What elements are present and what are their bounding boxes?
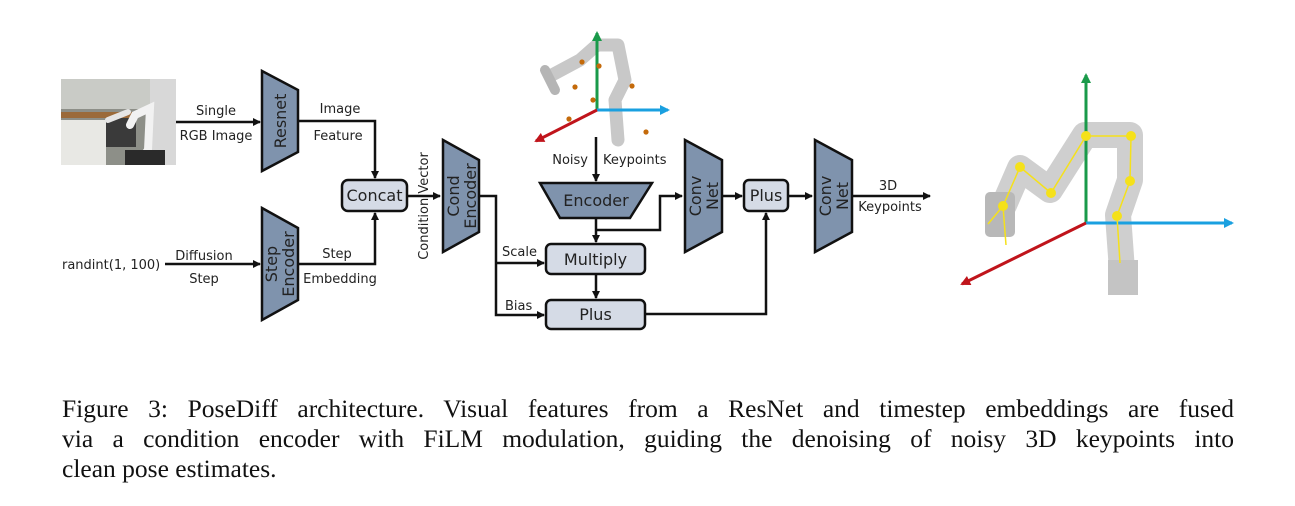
bias-label: Bias	[505, 299, 532, 314]
step-encoder-label-1: Step	[262, 246, 281, 282]
label-single: Single	[196, 104, 236, 119]
step-encoder-label-2: Encoder	[279, 231, 298, 297]
output-label-keypoints: Keypoints	[858, 200, 922, 215]
keypoints-label: Keypoints	[603, 153, 667, 168]
conv-net-1-label-1: Conv	[686, 176, 705, 217]
caption-line-2: via a condition encoder with FiLM modula…	[62, 424, 1234, 453]
label-step-emb: Step	[322, 247, 352, 262]
label-image: Image	[320, 102, 361, 117]
arrow-feature-to-concat	[298, 119, 379, 179]
label-feature: Feature	[313, 129, 362, 144]
step-encoder-block	[260, 205, 300, 323]
caption-line-3: clean pose estimates.	[62, 454, 277, 483]
conv-net-2-label-2: Net	[833, 182, 852, 210]
resnet-label: Resnet	[271, 94, 290, 149]
scale-label: Scale	[502, 245, 537, 260]
multiply-label: Multiply	[564, 250, 627, 269]
arrow-embedding-to-concat	[298, 212, 379, 266]
conv-net-1-block	[683, 137, 724, 255]
label-step: Step	[189, 272, 219, 287]
cond-encoder-label-2: Encoder	[461, 163, 480, 229]
encoder-label: Encoder	[563, 191, 629, 210]
noisy-keypoints-robot	[534, 31, 670, 147]
figure-caption: Figure 3: PoseDiff architecture. Visual …	[62, 394, 1234, 484]
arrow-encoder-to-convnet	[596, 192, 683, 232]
label-rgb-image: RGB Image	[180, 129, 253, 144]
encoder-block	[537, 181, 655, 220]
condition-vector-label: Condition Vector	[417, 152, 432, 260]
caption-line-1: Figure 3: PoseDiff architecture. Visual …	[62, 394, 1234, 423]
rgb-input-photo	[61, 79, 176, 165]
arrow-film-to-plus	[645, 212, 770, 316]
plus-label: Plus	[750, 186, 783, 205]
conv-net-1-label-2: Net	[703, 182, 722, 210]
cond-encoder-block	[441, 137, 481, 255]
output-keypoints-robot	[960, 73, 1234, 295]
plus-bias-label: Plus	[579, 305, 612, 324]
resnet-block	[260, 68, 300, 174]
conv-net-2-label-1: Conv	[816, 176, 835, 217]
noisy-label: Noisy	[552, 153, 588, 168]
output-label-3d: 3D	[879, 179, 897, 194]
label-diffusion: Diffusion	[175, 249, 232, 264]
concat-label: Concat	[347, 186, 403, 205]
arrow-bias	[479, 194, 545, 319]
conv-net-2-block	[813, 137, 854, 255]
label-embedding: Embedding	[303, 272, 377, 287]
cond-encoder-label-1: Cond	[444, 175, 463, 216]
step-input-label: randint(1, 100)	[62, 258, 160, 273]
